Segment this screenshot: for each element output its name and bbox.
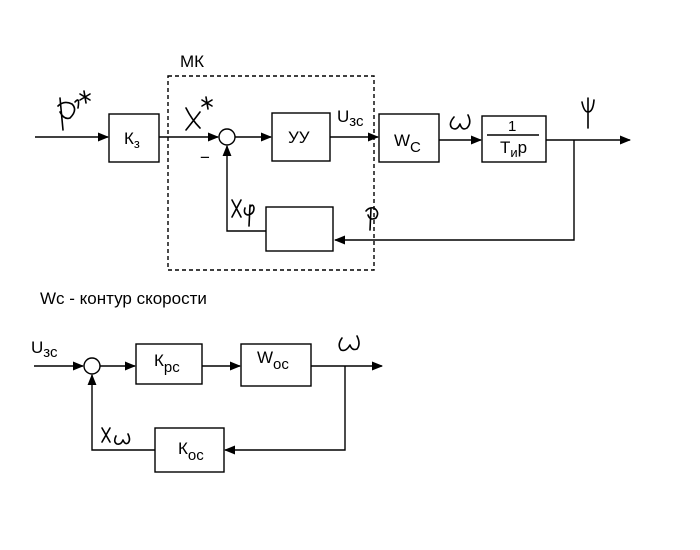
omega-glyph (449, 114, 471, 130)
wc-block (378, 113, 440, 163)
sensor-block (265, 206, 334, 252)
krs-label: Крс (154, 351, 180, 376)
lower-uzs-label: Uзс (31, 338, 58, 361)
kos-block (154, 427, 225, 473)
uu-label: УУ (288, 128, 310, 147)
feedback-path-upper (333, 140, 575, 245)
krs-block (135, 343, 203, 385)
lower-diagram: Uзс Крс Wос Кос (31, 335, 384, 473)
phi-glyph (365, 207, 379, 231)
kos-to-sum-line (87, 373, 155, 451)
upper-summing-junction (218, 128, 236, 146)
x-phi-glyph (231, 199, 255, 227)
lower-feedback-path (223, 366, 346, 455)
caption: Wc - контур скорости (40, 289, 207, 308)
wc-label: WC (394, 131, 421, 156)
integrator-numerator: 1 (508, 118, 516, 135)
kz-label: Кз (124, 129, 140, 151)
lower-summing-junction (83, 357, 101, 375)
uzs-label: Uзс (337, 107, 364, 130)
kz-block (108, 113, 160, 163)
mk-region-label: МК (180, 52, 204, 71)
integrator-block (481, 115, 547, 163)
kos-label: Кос (178, 439, 204, 464)
sensor-to-sum-line (222, 144, 266, 232)
x-star-glyph (185, 96, 213, 131)
minus-sign: − (200, 148, 210, 167)
mk-region-dashed-box (167, 75, 375, 271)
psi-glyph (581, 97, 595, 129)
lower-omega-glyph (338, 335, 360, 352)
x-omega-glyph (101, 427, 131, 445)
wos-label: Wос (257, 348, 289, 373)
integrator-denominator: Tир (500, 138, 527, 160)
uu-block (271, 112, 331, 162)
phi-star-glyph (57, 90, 91, 131)
upper-diagram: МК Кз − УУ Uзс (35, 52, 632, 271)
wos-block (240, 343, 312, 387)
